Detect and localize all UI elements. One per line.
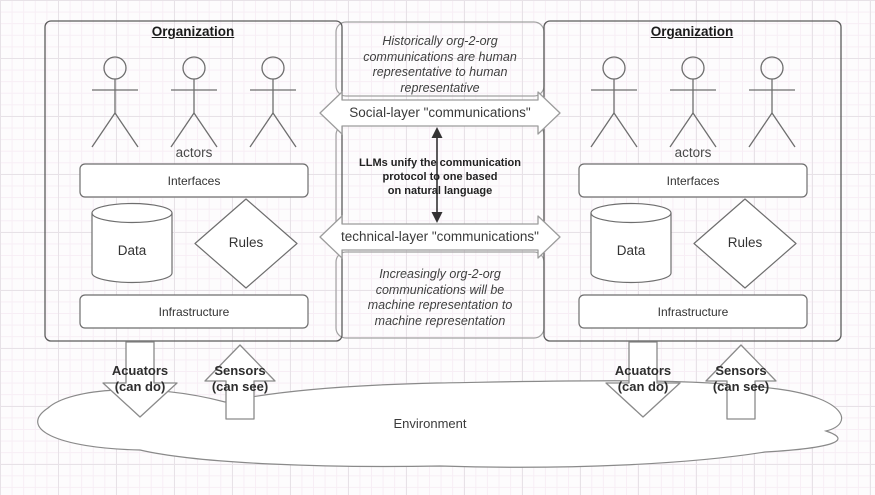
actor-icon [249,56,297,148]
interfaces-label-right: Interfaces [666,174,720,188]
data-label-right: Data [616,243,646,258]
llm-note: LLMs unify the communication protocol to… [359,157,521,197]
future-note: Increasingly org-2-org communications wi… [367,267,513,328]
environment-label: Environment [393,416,467,431]
organization-title-right: Organization [650,24,734,39]
actor-icon [669,56,717,148]
sensors-label-left: Sensors (can see) [211,363,269,394]
actors-label-left: actors [175,145,213,160]
actuators-arrow-right [605,341,681,418]
organization-box-right [543,20,842,342]
infrastructure-box-right [578,294,808,329]
technical-layer-arrow-label: technical-layer "communications" [341,229,539,244]
sensors-arrow-right [705,344,777,420]
technical-layer-arrow [319,215,561,259]
interfaces-box-right [578,163,808,198]
infrastructure-box-left [79,294,309,329]
data-cylinder-left [91,202,173,284]
organization-box-left [44,20,343,342]
organization-title-left: Organization [151,24,235,39]
rules-label-left: Rules [228,235,264,250]
actuators-label-right: Acuators (can do) [614,363,672,394]
actuators-arrow-left [102,341,178,418]
social-layer-arrow-label: Social-layer "communications" [349,105,531,120]
sensors-arrow-left [204,344,276,420]
actors-label-right: actors [674,145,712,160]
data-label-left: Data [117,243,147,258]
actuators-label-left: Acuators (can do) [111,363,169,394]
data-cylinder-right [590,202,672,284]
historical-note: Historically org-2-org communications ar… [363,34,517,95]
actor-icon [748,56,796,148]
social-layer-arrow [319,91,561,135]
rules-label-right: Rules [727,235,763,250]
llm-vertical-arrow [431,127,443,223]
rules-diamond-left [194,198,298,289]
sensors-label-right: Sensors (can see) [712,363,770,394]
actor-icon [91,56,139,148]
actor-icon [170,56,218,148]
actor-icon [590,56,638,148]
infrastructure-label-right: Infrastructure [657,305,729,319]
interfaces-label-left: Interfaces [167,174,221,188]
interfaces-box-left [79,163,309,198]
infrastructure-label-left: Infrastructure [158,305,230,319]
rules-diamond-right [693,198,797,289]
